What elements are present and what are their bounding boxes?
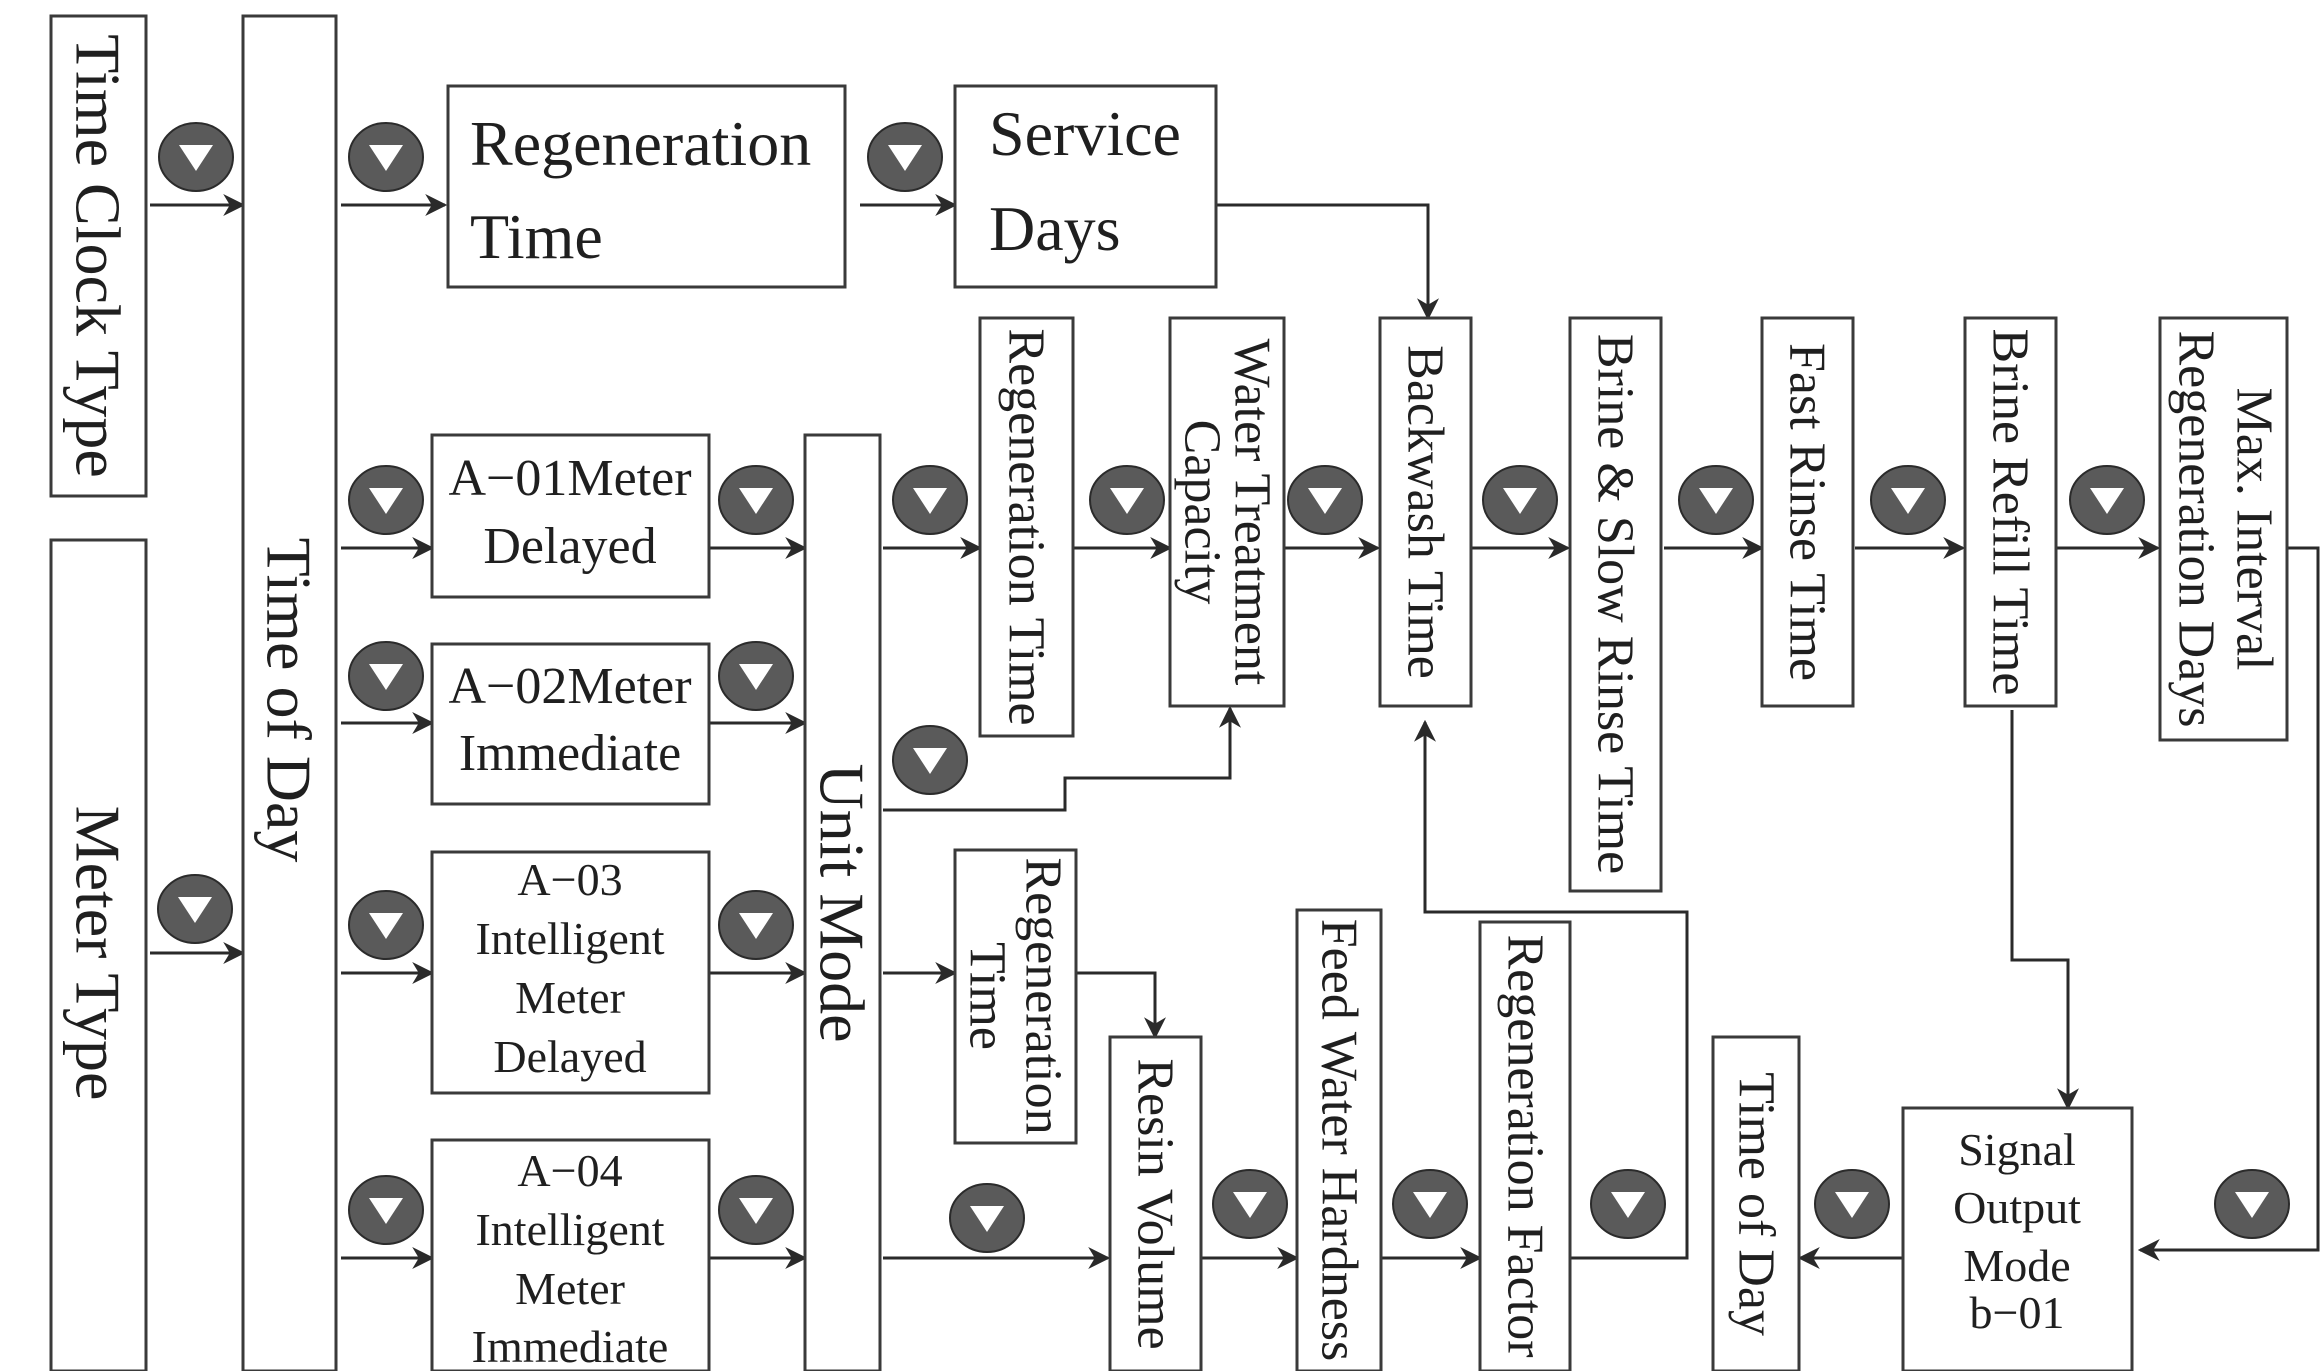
- a02-line2: Immediate: [459, 725, 681, 782]
- connectors: [150, 194, 2320, 1269]
- down-button-icon[interactable]: [1590, 1169, 1666, 1239]
- feed-water-hardness-box: Feed Water Hardness: [1295, 908, 1383, 1371]
- brine-slow-rinse-time-box: Brine & Slow Rinse Time: [1568, 316, 1663, 893]
- a03-line2: Intelligent: [475, 913, 664, 964]
- water-treatment-capacity-line2: Capacity: [1174, 420, 1231, 605]
- service-days-line1: Service: [989, 98, 1181, 169]
- fast-rinse-time-label: Fast Rinse Time: [1779, 343, 1836, 681]
- meter-type-label: Meter Type: [63, 806, 134, 1101]
- brine-refill-time-label: Brine Refill Time: [1982, 329, 2039, 696]
- resin-volume-label: Resin Volume: [1127, 1058, 1184, 1349]
- down-button-icon[interactable]: [348, 465, 424, 535]
- a04-line4: Immediate: [472, 1321, 669, 1371]
- time-clock-type-label: Time Clock Type: [63, 34, 134, 478]
- water-treatment-capacity-line1: Water Treatment: [1224, 339, 1281, 686]
- signal-output-mode-box: Signal Output Mode b−01: [1901, 1106, 2134, 1371]
- down-button-icon[interactable]: [718, 465, 794, 535]
- down-button-icon[interactable]: [348, 890, 424, 960]
- down-button-icon[interactable]: [158, 122, 234, 192]
- down-button-icon[interactable]: [1212, 1169, 1288, 1239]
- down-button-icon[interactable]: [2069, 465, 2145, 535]
- a04-line2: Intelligent: [475, 1204, 664, 1255]
- unit-mode-box: Unit Mode: [803, 433, 882, 1371]
- brine-slow-rinse-time-label: Brine & Slow Rinse Time: [1587, 334, 1644, 874]
- max-interval-regeneration-days-box: Max. Interval Regeneration Days: [2158, 316, 2289, 742]
- down-button-icon[interactable]: [2214, 1169, 2290, 1239]
- down-button-icon[interactable]: [1814, 1169, 1890, 1239]
- down-button-icon[interactable]: [1870, 465, 1946, 535]
- signal-output-line4: b−01: [1970, 1287, 2065, 1338]
- service-days-line2: Days: [989, 193, 1121, 264]
- regeneration-time-mid-box: Regeneration Time: [978, 316, 1075, 738]
- regeneration-factor-label: Regeneration Factor: [1497, 934, 1554, 1357]
- down-button-icon[interactable]: [718, 1175, 794, 1245]
- time-of-day-low-label: Time of Day: [1728, 1072, 1785, 1336]
- backwash-time-box: Backwash Time: [1378, 316, 1473, 708]
- max-interval-line1: Max. Interval: [2226, 387, 2283, 670]
- fast-rinse-time-box: Fast Rinse Time: [1760, 316, 1855, 708]
- time-of-day-main-label: Time of Day: [254, 538, 325, 863]
- a03-line3: Meter: [515, 972, 625, 1023]
- time-of-day-low-box: Time of Day: [1711, 1035, 1801, 1371]
- down-button-icon[interactable]: [1089, 465, 1165, 535]
- unit-mode-label: Unit Mode: [807, 763, 878, 1042]
- down-button-icon[interactable]: [892, 725, 968, 795]
- down-button-icon[interactable]: [1392, 1169, 1468, 1239]
- max-interval-line2: Regeneration Days: [2168, 330, 2225, 727]
- feed-water-hardness-label: Feed Water Hardness: [1311, 919, 1368, 1361]
- regeneration-time-low-line2: Time: [959, 942, 1016, 1050]
- down-button-icon[interactable]: [1482, 465, 1558, 535]
- service-days-box: Service Days: [953, 84, 1218, 289]
- water-treatment-capacity-box: Water Treatment Capacity: [1168, 316, 1286, 708]
- signal-output-line1: Signal: [1958, 1124, 2076, 1175]
- regeneration-time-mid-label: Regeneration Time: [998, 328, 1055, 725]
- regeneration-time-top-line1: Regeneration: [470, 108, 811, 179]
- signal-output-line2: Output: [1953, 1182, 2081, 1233]
- regeneration-time-top-box: Regeneration Time: [446, 84, 847, 289]
- a03-line1: A−03: [517, 854, 622, 905]
- down-button-icon[interactable]: [892, 465, 968, 535]
- a04-line3: Meter: [515, 1263, 625, 1314]
- a03-intelligent-meter-delayed-box: A−03 Intelligent Meter Delayed: [430, 850, 711, 1095]
- a01-meter-delayed-box: A−01Meter Delayed: [430, 433, 711, 599]
- down-button-icon[interactable]: [867, 122, 943, 192]
- a01-line1: A−01Meter: [448, 450, 691, 507]
- brine-refill-time-box: Brine Refill Time: [1963, 316, 2058, 708]
- time-of-day-main-box: Time of Day: [241, 14, 338, 1371]
- down-button-icon[interactable]: [348, 122, 424, 192]
- time-clock-type-box: Time Clock Type: [49, 14, 148, 498]
- a03-line4: Delayed: [493, 1031, 646, 1082]
- a04-line1: A−04: [517, 1145, 622, 1196]
- down-button-icon[interactable]: [949, 1183, 1025, 1253]
- a01-line2: Delayed: [483, 518, 656, 575]
- down-button-icon[interactable]: [1678, 465, 1754, 535]
- down-button-icon[interactable]: [1287, 465, 1363, 535]
- a02-meter-immediate-box: A−02Meter Immediate: [430, 642, 711, 806]
- resin-volume-box: Resin Volume: [1108, 1035, 1203, 1371]
- backwash-time-label: Backwash Time: [1397, 345, 1454, 679]
- regeneration-factor-box: Regeneration Factor: [1478, 920, 1572, 1371]
- meter-type-box: Meter Type: [49, 538, 148, 1371]
- down-button-icon[interactable]: [718, 890, 794, 960]
- signal-output-line3: Mode: [1963, 1240, 2070, 1291]
- down-button-icon[interactable]: [348, 641, 424, 711]
- step-buttons: [157, 122, 2290, 1253]
- down-button-icon[interactable]: [718, 641, 794, 711]
- a04-intelligent-meter-immediate-box: A−04 Intelligent Meter Immediate: [430, 1138, 711, 1371]
- regeneration-time-top-line2: Time: [470, 201, 603, 272]
- regeneration-time-low-box: Regeneration Time: [953, 848, 1078, 1145]
- down-button-icon[interactable]: [348, 1175, 424, 1245]
- down-button-icon[interactable]: [157, 874, 233, 944]
- regeneration-time-low-line1: Regeneration: [1015, 857, 1072, 1134]
- a02-line1: A−02Meter: [448, 658, 691, 715]
